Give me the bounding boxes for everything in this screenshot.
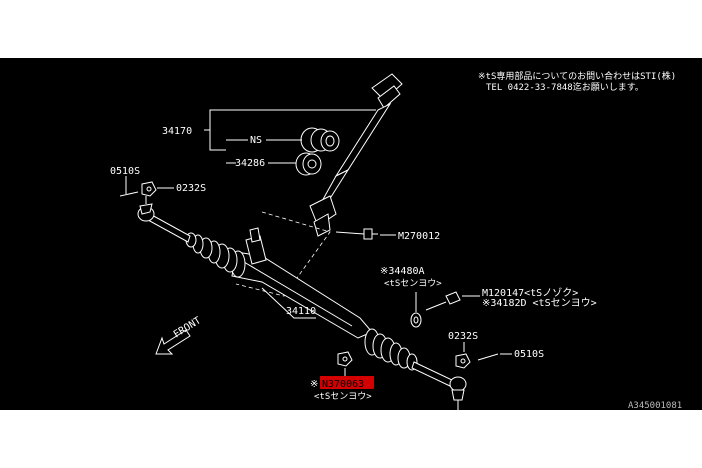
left-castle-nut [141,181,157,197]
leader-34170-lower [209,130,226,151]
steering-gear-box [147,213,453,387]
label-34110: 34110 [286,306,316,317]
dust-boot-ns [300,127,340,153]
label-0232s-left: 0232S [176,183,206,194]
leader-34110 [261,287,316,319]
label-ns: NS [250,135,262,146]
washer-34480a [410,312,422,328]
lower-universal-joint [309,195,337,227]
label-n370063[interactable]: N370063 [322,379,364,390]
front-arrow-icon [155,329,191,355]
seal-34286 [295,152,322,176]
left-rack-boot [185,232,246,278]
label-0232s-right: 0232S [448,331,478,342]
left-cotter-pin [119,191,139,197]
right-castle-nut [455,353,471,369]
label-n370063-sub: <tSセンヨウ> [314,391,372,402]
label-34170: 34170 [162,126,192,137]
diagram-code: A345001081 [628,401,682,411]
header-note-line1: ※tS専用部品についてのお問い合わせはSTI(株) [478,70,676,82]
dashed-connection-pinion [235,211,331,297]
intermediate-shaft-assembly [309,73,403,237]
label-34286: 34286 [235,158,265,169]
leader-34170-upper [209,109,376,130]
label-m270012: M270012 [398,231,440,242]
label-34480a: ※34480A [380,266,425,277]
right-tie-rod-end [449,376,467,412]
highlight-n370063 [320,376,374,389]
label-0510s-right: 0510S [514,349,544,360]
label-34182d: ※34182D <tSセンヨウ> [482,297,597,309]
pinion-shaft [249,227,261,243]
right-cotter-pin [477,353,499,361]
label-0510s-left: 0510S [110,166,140,177]
bolt-m270012 [335,228,378,240]
bolt-m120147 [425,291,461,311]
right-rack-boot [364,328,418,371]
label-n370063-mark: ※ [310,379,318,390]
nut-n370063 [337,351,353,367]
label-m120147: M120147<tSノゾク> [482,287,578,299]
diagram-panel [0,58,702,410]
label-34480a-sub: <tSセンヨウ> [384,278,442,289]
upper-yoke [377,85,401,109]
header-note-line2: TEL 0422-33-7848迄お願いします。 [486,81,644,93]
left-tie-rod-end [137,196,155,222]
